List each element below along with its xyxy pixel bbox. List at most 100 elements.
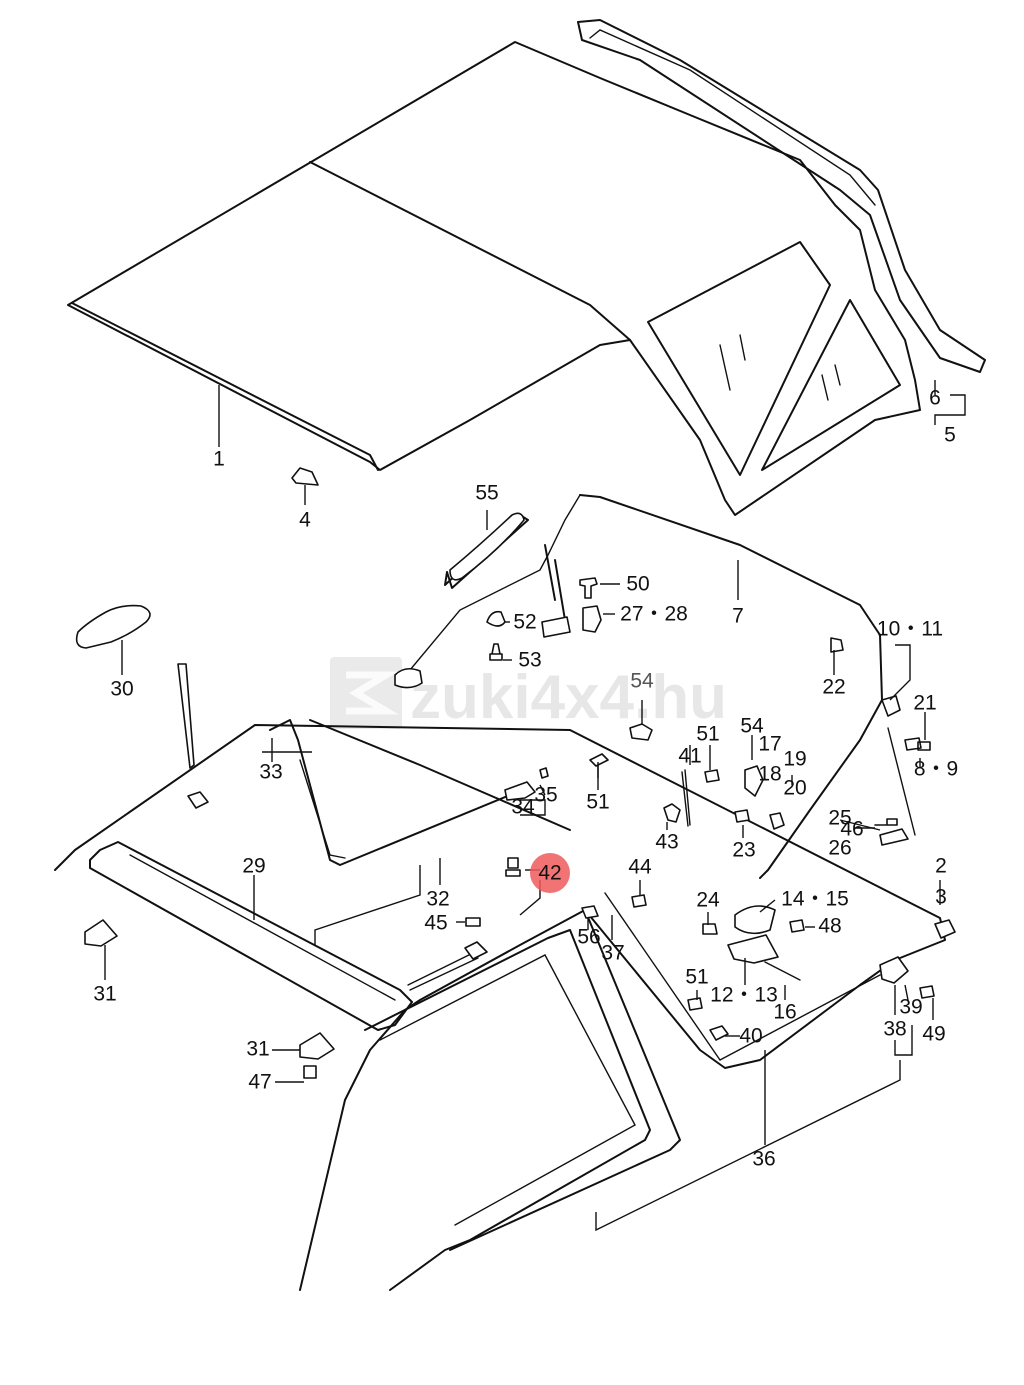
- screw-51b: [704, 769, 720, 783]
- part-label-1: 1: [213, 448, 225, 471]
- part-label-50: 50: [626, 573, 649, 596]
- rod-36: [719, 974, 881, 1061]
- part-label-34: 34: [511, 796, 535, 819]
- part-label-8-9: 8・9: [914, 758, 958, 781]
- grab-handle-30: [75, 604, 151, 649]
- screw-23: [734, 809, 750, 823]
- leader-lines: [104, 380, 966, 1232]
- soft-top-canvas: [67, 19, 986, 516]
- part-label-45: 45: [424, 912, 447, 935]
- part-label-21: 21: [913, 692, 936, 715]
- clip-35: [539, 767, 549, 779]
- part-label-41: 41: [678, 745, 701, 768]
- clip-40: [709, 1025, 729, 1041]
- part-label-25: 25: [828, 807, 851, 830]
- screw-45: [465, 917, 481, 927]
- part-label-12-13: 12・13: [710, 984, 778, 1007]
- latch-10-11: [881, 695, 901, 717]
- lock-14-15: [734, 905, 776, 935]
- watermark-text: zuki4x4.hu: [410, 663, 727, 732]
- part-label-10-11: 10・11: [877, 618, 943, 641]
- part-label-14-15: 14・15: [781, 888, 849, 911]
- part-label-22: 22: [822, 676, 845, 699]
- latch-12-13: [727, 934, 779, 964]
- bolt-21: [904, 737, 931, 751]
- part-label-18: 18: [758, 763, 781, 786]
- bolt-49: [919, 985, 935, 999]
- part-label-20: 20: [783, 777, 806, 800]
- part-label-38: 38: [883, 1018, 906, 1041]
- part-label-31-bottom: 31: [246, 1038, 269, 1061]
- lock-38: [879, 956, 909, 984]
- part-label-17: 17: [758, 733, 781, 756]
- clip-4: [291, 467, 319, 486]
- strut-41: [681, 769, 691, 827]
- rod-37: [604, 892, 721, 1061]
- watermark-logo: [330, 657, 402, 729]
- part-label-4: 4: [299, 509, 311, 532]
- part-label-46: 46: [840, 818, 863, 841]
- part-label-54-top: 54: [630, 670, 654, 693]
- screw-47: [303, 1065, 317, 1079]
- screw-2-3: [934, 919, 956, 939]
- rod-8-9: [887, 727, 916, 836]
- part-label-33: 33: [259, 761, 282, 784]
- part-label-44: 44: [628, 856, 652, 879]
- bracket-54: [629, 723, 653, 741]
- part-label-51-mid: 51: [696, 723, 719, 746]
- screw-53: [489, 643, 503, 661]
- part-label-40: 40: [739, 1025, 762, 1048]
- part-label-39: 39: [899, 996, 922, 1019]
- part-label-16: 16: [773, 1001, 796, 1024]
- part-label-42-highlighted: 42: [538, 862, 561, 885]
- part-label-31-left: 31: [93, 983, 116, 1006]
- part-label-48: 48: [818, 915, 841, 938]
- part-label-27-28: 27・28: [620, 603, 688, 626]
- pin-16: [764, 961, 801, 981]
- part-label-53: 53: [518, 649, 541, 672]
- part-labels: 1 4 5 6 7 55 50 27・28 52 53 30 54 10・11 …: [93, 387, 958, 1171]
- weatherstrip-55: [449, 512, 525, 581]
- part-label-51-left: 51: [586, 791, 609, 814]
- part-label-23: 23: [732, 839, 755, 862]
- part-label-52: 52: [513, 611, 536, 634]
- screw-44: [631, 894, 647, 908]
- part-label-55: 55: [475, 482, 498, 505]
- clip-22: [830, 637, 844, 653]
- part-label-49: 49: [922, 1023, 945, 1046]
- part-label-6: 6: [929, 387, 941, 410]
- part-label-5: 5: [944, 424, 956, 447]
- screw-51a: [589, 753, 609, 767]
- clip-43: [663, 803, 681, 823]
- vehicle-body-rear: [54, 719, 946, 1291]
- tab-56: [581, 905, 599, 919]
- part-label-36: 36: [752, 1148, 775, 1171]
- part-label-24: 24: [696, 889, 720, 912]
- part-label-29: 29: [242, 855, 265, 878]
- part-label-26: 26: [828, 837, 851, 860]
- bracket-17-20: [744, 765, 785, 830]
- bolt-46: [874, 818, 898, 826]
- part-label-47: 47: [248, 1071, 271, 1094]
- watermark: zuki4x4.hu: [330, 657, 727, 732]
- part-label-2: 2: [935, 855, 947, 878]
- part-label-51-bottom: 51: [685, 966, 708, 989]
- small-parts: [75, 467, 956, 1079]
- block-27-28: [582, 605, 602, 633]
- bracket-31b: [299, 1032, 335, 1060]
- bolt-42: [505, 857, 521, 877]
- part-label-35: 35: [534, 784, 557, 807]
- part-label-43: 43: [655, 831, 678, 854]
- clip-rear: [187, 791, 209, 809]
- bolt-50: [579, 577, 598, 599]
- nut-24: [702, 923, 718, 935]
- part-label-19: 19: [783, 748, 806, 771]
- bracket-25-26: [879, 828, 909, 846]
- highlight-circle: [530, 853, 570, 893]
- watermark-logo-mark: [346, 671, 399, 715]
- bolt-48: [789, 919, 805, 933]
- part-label-32: 32: [426, 888, 449, 911]
- marker-arrow: [177, 663, 195, 769]
- part-label-30: 30: [110, 678, 133, 701]
- hinge-34: [504, 781, 536, 801]
